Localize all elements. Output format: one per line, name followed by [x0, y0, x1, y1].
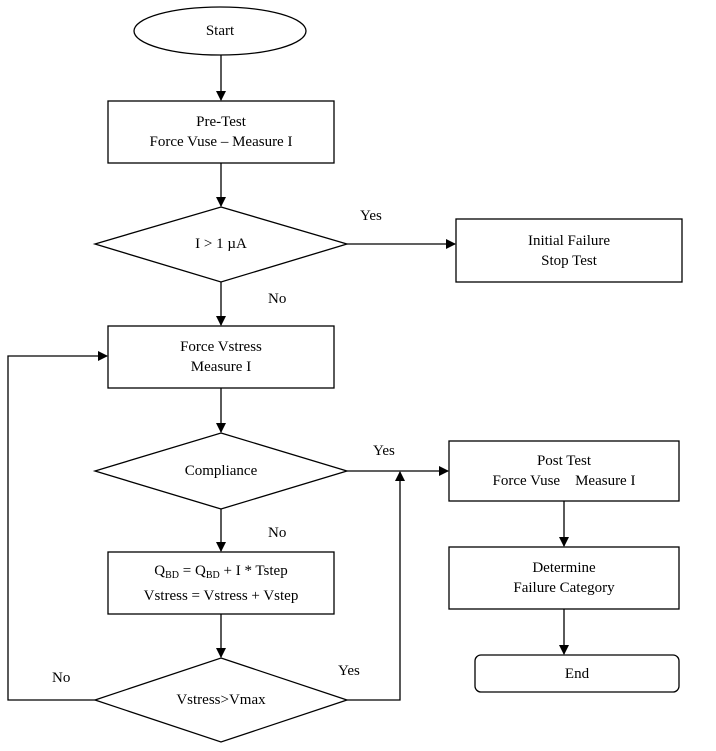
decision1-yes-label: Yes — [360, 208, 382, 224]
end-terminal — [474, 654, 680, 693]
pretest-box — [107, 100, 335, 164]
qbd-formula: QBD = QBD + I * Tstep — [154, 562, 288, 581]
initial-failure-box — [455, 218, 683, 283]
force-vstress-label: Force Vstress Measure I — [180, 339, 262, 375]
vmax-decision — [92, 657, 350, 743]
post-test-label: Post Test Force Vuse Measure I — [492, 453, 636, 489]
edge-vmax-yes-loop — [347, 471, 405, 701]
qbd-update-box — [107, 551, 335, 615]
pretest-label: Pre-Test Force Vuse – Measure I — [149, 114, 293, 150]
edge-vmax-no-loop — [7, 351, 108, 701]
decision1-no-label: No — [268, 291, 287, 307]
compliance-yes-label: Yes — [373, 443, 395, 459]
initial-failure-label: Initial Failure Stop Test — [527, 232, 611, 269]
qbd-update-label: QBD = QBD + I * Tstep Vstress = Vstress … — [143, 562, 299, 604]
compliance-no-label: No — [268, 525, 287, 541]
vmax-label: Vstress>Vmax — [176, 692, 266, 708]
post-test-box — [448, 440, 680, 502]
current-threshold-label: I > 1 µA — [195, 236, 247, 252]
determine-category-label: Determine Failure Category — [513, 560, 615, 596]
start-label: Start — [205, 23, 235, 39]
force-vstress-box — [107, 325, 335, 389]
compliance-label: Compliance — [184, 463, 258, 479]
vmax-yes-label: Yes — [338, 663, 360, 679]
start-terminal — [133, 6, 307, 56]
end-label: End — [564, 665, 590, 682]
vmax-no-label: No — [52, 670, 71, 686]
